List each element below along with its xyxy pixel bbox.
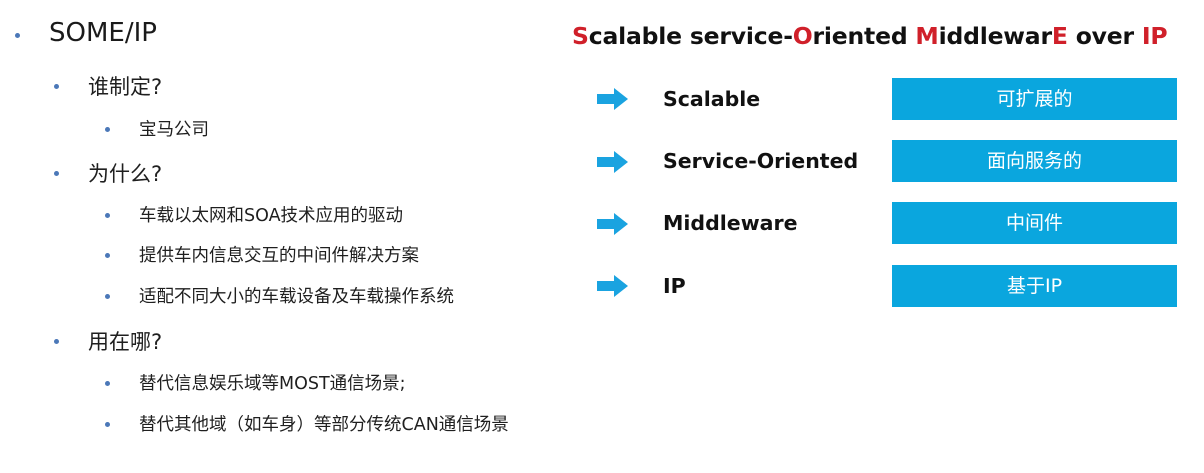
section-point: 宝马公司: [139, 120, 209, 140]
outline-topic: SOME/IP: [49, 18, 157, 48]
bullet-dot-icon: [105, 127, 110, 132]
title-letter: IP: [1141, 22, 1168, 50]
bullet-dot-icon: [54, 84, 59, 89]
section-heading-who: 谁制定?: [88, 75, 163, 99]
section-point: 提供车内信息交互的中间件解决方案: [139, 246, 419, 266]
title-part: riented: [812, 22, 916, 50]
term-scalable: Scalable: [663, 87, 761, 111]
title-part: calable service-: [588, 22, 793, 50]
bullet-dot-icon: [105, 253, 110, 258]
title-part: over: [1067, 22, 1142, 50]
bullet-dot-icon: [105, 294, 110, 299]
translation-box: 可扩展的: [892, 78, 1177, 120]
right-arrow-icon: [597, 88, 628, 110]
translation-box: 中间件: [892, 202, 1177, 244]
acronym-title: Scalable service-Oriented MiddlewarE ove…: [572, 22, 1168, 50]
section-point: 适配不同大小的车载设备及车载操作系统: [139, 287, 454, 307]
section-heading-why: 为什么?: [88, 162, 163, 186]
title-part: iddlewar: [938, 22, 1052, 50]
right-arrow-icon: [597, 213, 628, 235]
right-arrow-icon: [597, 275, 628, 297]
term-ip: IP: [663, 274, 686, 298]
translation-box: 面向服务的: [892, 140, 1177, 182]
bullet-dot-icon: [105, 381, 110, 386]
bullet-dot-icon: [105, 213, 110, 218]
translation-box: 基于IP: [892, 265, 1177, 307]
term-service-oriented: Service-Oriented: [663, 149, 859, 173]
bullet-dot-icon: [54, 171, 59, 176]
term-middleware: Middleware: [663, 211, 798, 235]
outline-list: SOME/IP 谁制定? 宝马公司 为什么? 车载以太网和SOA技术应用的驱动 …: [0, 0, 600, 473]
section-point: 替代其他域（如车身）等部分传统CAN通信场景: [139, 415, 509, 435]
title-letter: S: [572, 22, 589, 50]
bullet-dot-icon: [15, 33, 20, 38]
bullet-dot-icon: [54, 339, 59, 344]
title-letter: O: [792, 22, 813, 50]
title-letter: E: [1051, 22, 1068, 50]
bullet-dot-icon: [105, 422, 110, 427]
right-arrow-icon: [597, 151, 628, 173]
title-letter: M: [915, 22, 939, 50]
section-point: 替代信息娱乐域等MOST通信场景;: [139, 374, 406, 394]
section-heading-where: 用在哪?: [88, 330, 163, 354]
section-point: 车载以太网和SOA技术应用的驱动: [139, 206, 404, 226]
